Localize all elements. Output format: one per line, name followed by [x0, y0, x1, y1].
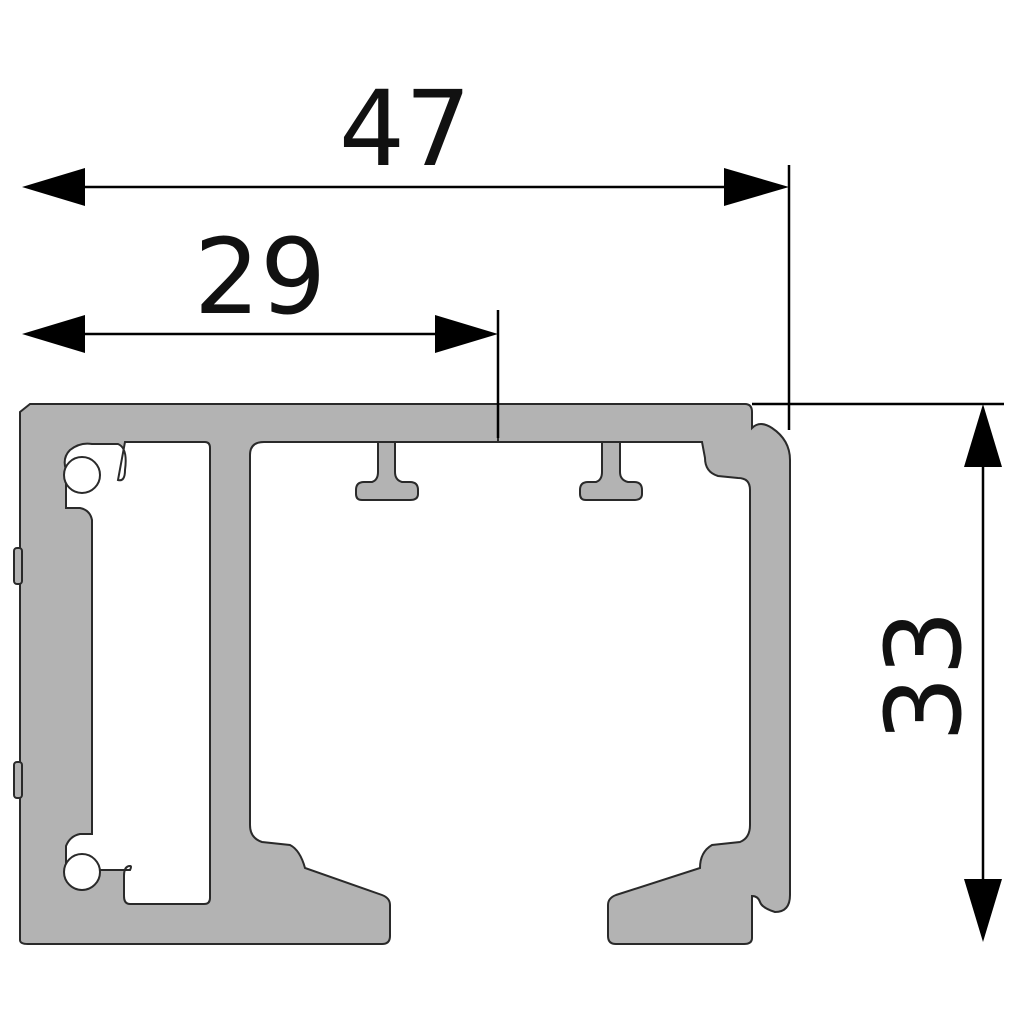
dimension-height: 33: [752, 402, 1004, 942]
aluminum-profile: [13, 403, 791, 945]
dimension-label-33: 33: [863, 610, 985, 742]
t-slot-right: [579, 441, 643, 501]
arrow-bottom-33: [964, 879, 1002, 942]
dimension-partial-width: 29: [22, 216, 500, 438]
profile-outline: [19, 403, 791, 945]
dimension-label-47: 47: [339, 68, 471, 190]
screw-channel-bottom: [63, 853, 101, 891]
screw-channel-top: [63, 456, 101, 494]
grip-bump-lower: [13, 761, 23, 799]
arrow-top-33: [964, 404, 1002, 467]
arrow-left-47: [22, 168, 85, 206]
grip-bump-upper: [13, 547, 23, 585]
t-slot-left: [355, 441, 419, 501]
left-cavity: [63, 441, 211, 905]
dimension-label-29: 29: [194, 216, 326, 338]
arrow-left-29: [22, 315, 85, 353]
arrow-right-29: [435, 315, 498, 353]
arrow-right-47: [724, 168, 789, 206]
dimension-overall-width: 47: [22, 68, 791, 430]
